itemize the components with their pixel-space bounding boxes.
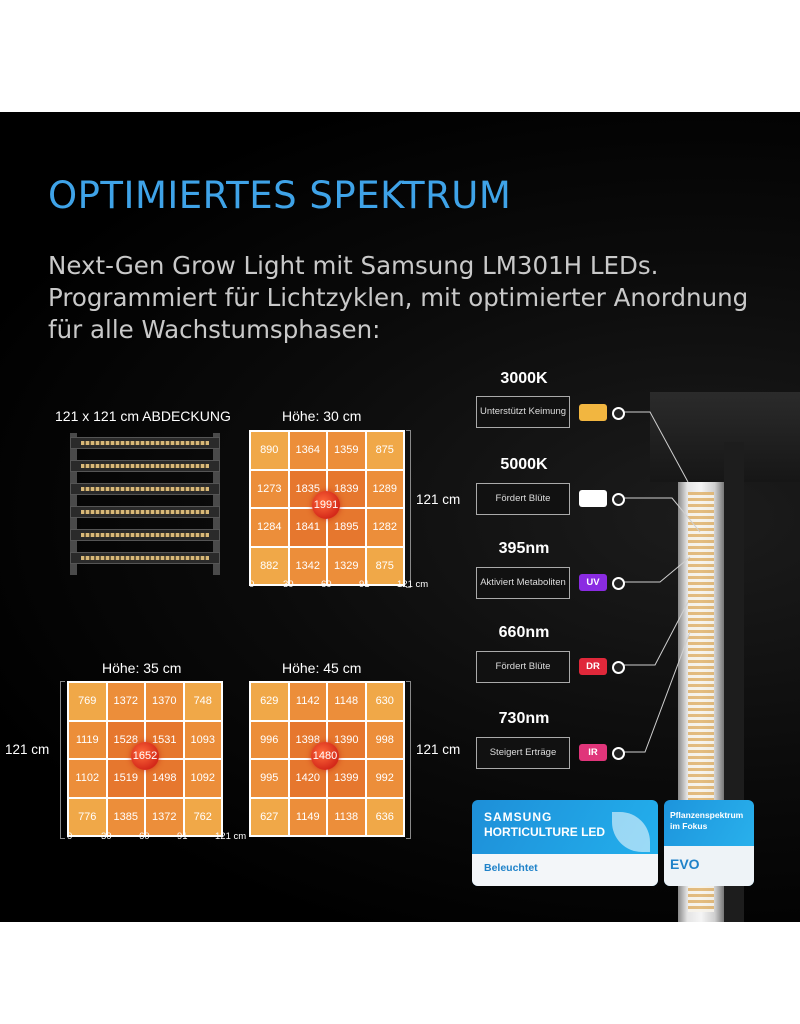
spectrum-5000k-dot <box>612 493 625 506</box>
spectrum-395nm-chip: UV <box>579 574 607 591</box>
map-cell: 1119 <box>69 721 106 758</box>
map-cell: 769 <box>69 683 106 720</box>
map-cell: 1528 <box>107 721 144 758</box>
spectrum-730nm-desc: Steigert Erträge <box>476 737 570 769</box>
axis-tick: 91 <box>177 831 188 842</box>
map-cell: 776 <box>69 798 106 835</box>
samsung-logo-text: SAMSUNG <box>484 810 553 824</box>
map1-height-label: Höhe: 30 cm <box>282 408 362 424</box>
map-cell: 1385 <box>107 798 144 835</box>
map-cell: 1342 <box>289 547 326 584</box>
spectrum-3000k-chip <box>579 404 607 421</box>
spectrum-660nm-desc: Fördert Blüte <box>476 651 570 683</box>
map-cell: 882 <box>251 547 288 584</box>
map-cell: 1289 <box>366 470 403 507</box>
spectrum-660nm-name: 660nm <box>498 624 550 641</box>
map-cell: 1364 <box>289 432 326 469</box>
map-cell: 1372 <box>107 683 144 720</box>
map-cell: 630 <box>366 683 403 720</box>
product-panel: OPTIMIERTES SPEKTRUM Next-Gen Grow Light… <box>0 112 800 922</box>
map-cell: 1273 <box>251 470 288 507</box>
axis-tick: 121 cm <box>215 831 247 842</box>
map-cell: 996 <box>251 721 288 758</box>
map-cell: 1359 <box>328 432 365 469</box>
map-cell: 1329 <box>328 547 365 584</box>
spectrum-5000k-name: 5000K <box>500 456 548 473</box>
axis-tick: 60 <box>321 579 332 590</box>
samsung-horticulture-badge: SAMSUNG HORTICULTURE LED Beleuchtet <box>472 800 658 886</box>
map1-side-label: 121 cm <box>416 492 461 507</box>
map-cell: 1093 <box>184 721 221 758</box>
map-cell: 875 <box>366 432 403 469</box>
spectrum-395nm-desc: Aktiviert Metaboliten <box>476 567 570 599</box>
map-cell: 762 <box>184 798 221 835</box>
fixture-top-view <box>70 433 220 575</box>
subtitle: Next-Gen Grow Light mit Samsung LM301H L… <box>48 251 749 344</box>
map-cell: 998 <box>366 721 403 758</box>
map-cell: 627 <box>251 798 288 835</box>
spectrum-730nm-chip: IR <box>579 744 607 761</box>
map-cell: 636 <box>366 798 403 835</box>
axis-tick: 91 <box>359 579 370 590</box>
spectrum-5000k-chip <box>579 490 607 507</box>
map3-bracket <box>406 681 411 839</box>
map2-height-label: Höhe: 35 cm <box>102 660 182 676</box>
map-cell: 875 <box>366 547 403 584</box>
map3-center-value: 1480 <box>311 742 339 770</box>
evo-text: EVO <box>670 856 700 872</box>
spectrum-660nm-dot <box>612 661 625 674</box>
map1-bracket <box>406 430 411 588</box>
coverage-label: 121 x 121 cm ABDECKUNG <box>55 408 231 424</box>
axis-tick: 30 <box>283 579 294 590</box>
map2-side-label: 121 cm <box>5 742 50 757</box>
map3-side-label: 121 cm <box>416 742 461 757</box>
map-cell: 995 <box>251 760 288 797</box>
spectrum-5000k-desc: Fördert Blüte <box>476 483 570 515</box>
map-cell: 1284 <box>251 509 288 546</box>
axis-tick: 121 cm <box>397 579 429 590</box>
page-title: OPTIMIERTES SPEKTRUM <box>48 174 512 217</box>
leaf-icon <box>612 812 650 852</box>
map-cell: 1148 <box>328 683 365 720</box>
spectrum-3000k-name: 3000K <box>500 370 548 387</box>
map-cell: 1138 <box>328 798 365 835</box>
map-cell: 1102 <box>69 760 106 797</box>
connector-lines <box>622 411 701 753</box>
map-cell: 1092 <box>184 760 221 797</box>
map-cell: 1370 <box>146 683 183 720</box>
map1-center-value: 1991 <box>312 491 340 519</box>
map-cell: 890 <box>251 432 288 469</box>
beleuchtet-text: Beleuchtet <box>484 862 538 874</box>
spectrum-3000k-desc: Unterstützt Keimung <box>476 396 570 428</box>
spectrum-660nm-chip: DR <box>579 658 607 675</box>
axis-tick: 60 <box>139 831 150 842</box>
map-cell: 1519 <box>107 760 144 797</box>
spectrum-395nm-name: 395nm <box>498 540 550 557</box>
axis-tick: 30 <box>101 831 112 842</box>
axis-tick: 0 <box>67 831 73 842</box>
evo-badge: Pflanzenspektrum im Fokus EVO <box>664 800 754 886</box>
spectrum-730nm-name: 730nm <box>498 710 550 727</box>
horticulture-led-text: HORTICULTURE LED <box>484 825 606 839</box>
map2-center-value: 1652 <box>131 742 159 770</box>
spectrum-3000k-dot <box>612 407 625 420</box>
map2-bracket <box>60 681 65 839</box>
map-cell: 1149 <box>289 798 326 835</box>
spectrum-395nm-dot <box>612 577 625 590</box>
map-cell: 1142 <box>289 683 326 720</box>
map-cell: 1282 <box>366 509 403 546</box>
map-cell: 629 <box>251 683 288 720</box>
map-cell: 992 <box>366 760 403 797</box>
spectrum-730nm-dot <box>612 747 625 760</box>
map-cell: 748 <box>184 683 221 720</box>
map3-height-label: Höhe: 45 cm <box>282 660 362 676</box>
evo-caption: Pflanzenspektrum im Fokus <box>670 810 744 831</box>
map-cell: 1839 <box>328 470 365 507</box>
axis-tick: 0 <box>249 579 255 590</box>
map-cell: 1372 <box>146 798 183 835</box>
